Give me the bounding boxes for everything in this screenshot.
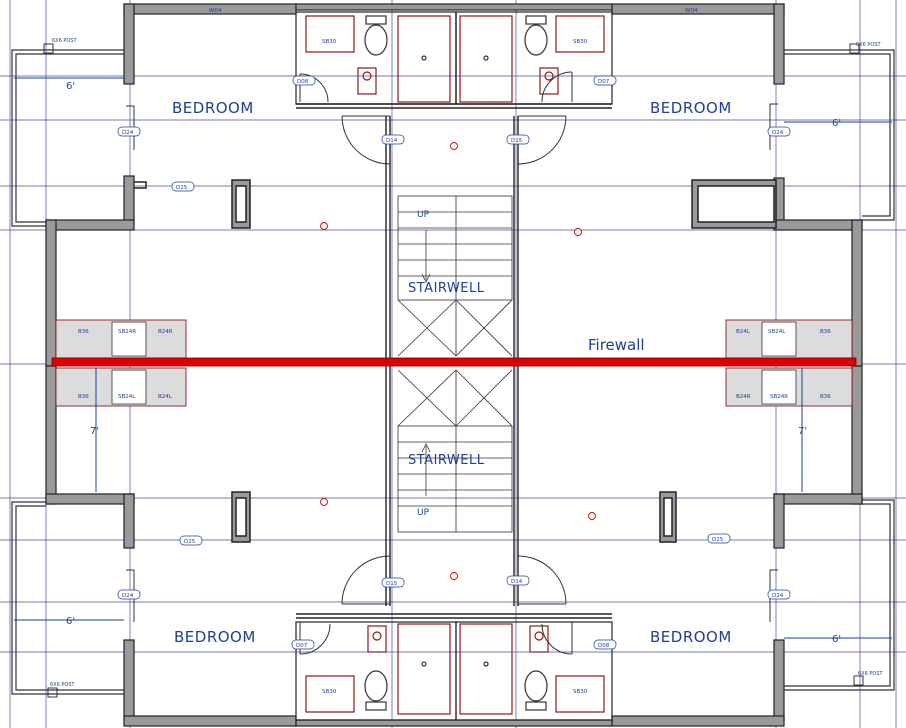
door-tag-d08-bottom: D08 xyxy=(598,643,610,649)
sink-tag-top-right: SB30 xyxy=(573,39,588,45)
porch-outlines xyxy=(11,49,895,695)
door-tag-d15-bottom: D15 xyxy=(386,581,398,587)
stairs-bottom xyxy=(397,369,513,533)
door-tag-d14-top: D14 xyxy=(386,138,398,144)
firewall-label: Firewall xyxy=(588,336,645,354)
exterior-walls xyxy=(45,3,863,727)
stairwell-top-label: STAIRWELL xyxy=(408,281,485,296)
door-tag-d07-top: D07 xyxy=(598,79,610,85)
sink-tag-top-left: SB30 xyxy=(322,39,337,45)
post-markers xyxy=(43,43,864,698)
cabinet-tag: B24R xyxy=(736,394,751,400)
door-tag-d25-bottom-right: D25 xyxy=(712,537,724,543)
dim-sw-porch: 6' xyxy=(66,616,75,627)
door-tag-d24-se: D24 xyxy=(772,593,784,599)
cabinet-tag: SB24R xyxy=(770,394,788,400)
bedroom-se-label: BEDROOM xyxy=(650,628,732,646)
door-tag-d25-bottom-left: D25 xyxy=(184,539,196,545)
door-tag-d08-top: D08 xyxy=(297,79,309,85)
up-top-label: UP xyxy=(417,210,430,220)
door-tag-d24-sw: D24 xyxy=(122,593,134,599)
door-tag-d25-top: D25 xyxy=(176,185,188,191)
dim-west-gap: 7' xyxy=(90,426,99,437)
cabinet-tag: B24R xyxy=(158,329,173,335)
sink-tag-bottom-right: SB30 xyxy=(573,689,588,695)
cabinet-tag: B36 xyxy=(78,329,89,335)
door-tag-d07-bottom: D07 xyxy=(296,643,308,649)
cabinet-tag: SB24L xyxy=(118,394,136,400)
cabinet-tag: B36 xyxy=(78,394,89,400)
firewall-line xyxy=(51,357,857,367)
cabinet-tag: SB24R xyxy=(118,329,136,335)
cabinet-tag: B24L xyxy=(158,394,173,400)
bedroom-nw-label: BEDROOM xyxy=(172,99,254,117)
cabinet-tag: B36 xyxy=(820,329,831,335)
dimension-lines xyxy=(14,77,892,639)
dim-ne-porch: 6' xyxy=(832,118,841,129)
door-tag-d24-nw: D24 xyxy=(122,130,134,136)
up-bottom-label: UP xyxy=(417,508,430,518)
sink-tag-bottom-left: SB30 xyxy=(322,689,337,695)
dim-se-porch: 6' xyxy=(832,634,841,645)
window-tag-top-right: W04 xyxy=(685,8,698,14)
cabinet-tag: SB24L xyxy=(768,329,786,335)
door-tag-d15-top: D15 xyxy=(511,138,523,144)
post-sw-label: 6X6 POST xyxy=(50,682,76,688)
post-nw-label: 6X6 POST xyxy=(52,38,78,44)
bedroom-ne-label: BEDROOM xyxy=(650,99,732,117)
door-tag-d14-bottom: D14 xyxy=(511,579,523,585)
stairwell-bottom-label: STAIRWELL xyxy=(408,453,485,468)
cabinet-tag: B36 xyxy=(820,394,831,400)
door-tag-d24-ne: D24 xyxy=(772,130,784,136)
post-ne-label: 6X6 POST xyxy=(856,42,882,48)
bedroom-sw-label: BEDROOM xyxy=(174,628,256,646)
stairs-top xyxy=(397,195,513,357)
window-tag-top-left: W04 xyxy=(209,8,222,14)
post-se-label: 6X6 POST xyxy=(858,671,884,677)
closets xyxy=(134,179,777,543)
door-swings xyxy=(126,71,778,655)
door-tags xyxy=(117,75,791,650)
ceiling-lights xyxy=(320,142,596,580)
sinks xyxy=(111,321,797,405)
cabinet-tag: B24L xyxy=(736,329,751,335)
dim-east-gap: 7' xyxy=(798,426,807,437)
dim-nw-porch: 6' xyxy=(66,81,75,92)
bathrooms xyxy=(295,11,613,721)
